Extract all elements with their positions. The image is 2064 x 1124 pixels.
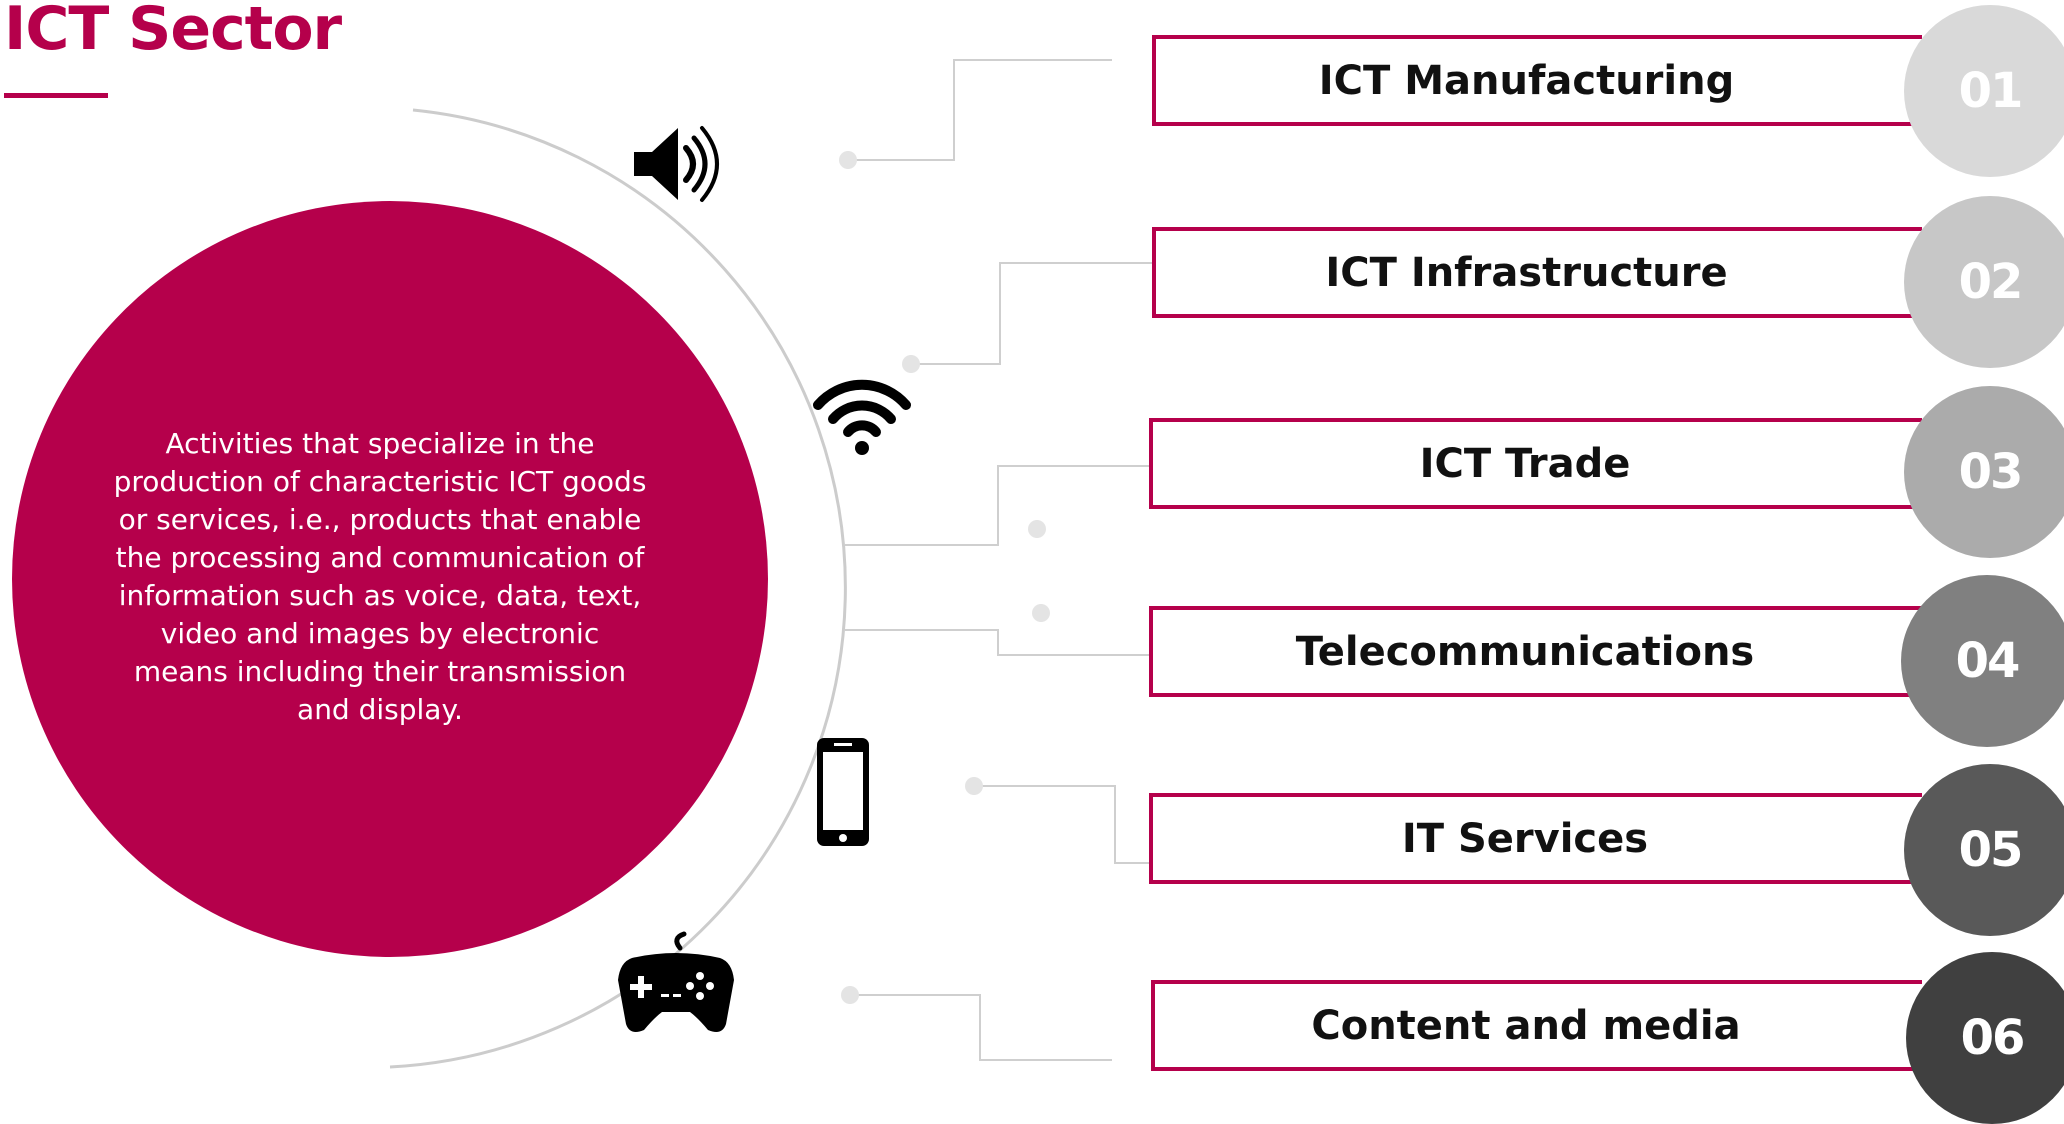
- connector-dot-02: [902, 355, 920, 373]
- speaker-icon: [634, 126, 719, 202]
- connector-dot-01: [839, 151, 857, 169]
- connector-dot-05: [965, 777, 983, 795]
- title-underline: [4, 93, 108, 98]
- connector-line-03: [845, 465, 1150, 546]
- connector-dot-04: [1032, 604, 1050, 622]
- outer-arc: [389, 108, 847, 1069]
- number-circle-01: 01: [1904, 5, 2064, 177]
- connector-dot-06: [841, 986, 859, 1004]
- smartphone-icon: [817, 738, 869, 846]
- number-circle-05: 05: [1904, 764, 2064, 936]
- category-box-02: ICT Infrastructure: [1152, 227, 1922, 318]
- category-box-03: ICT Trade: [1149, 418, 1922, 509]
- connector-dot-03: [1028, 520, 1046, 538]
- number-circle-04: 04: [1901, 575, 2064, 747]
- connector-line-04: [845, 629, 1150, 656]
- category-box-05: IT Services: [1149, 793, 1922, 884]
- gamepad-icon: [618, 931, 734, 1032]
- connector-line-06: [850, 994, 1112, 1061]
- description-text: Activities that specialize in the produc…: [113, 427, 647, 726]
- connector-line-01: [848, 59, 1112, 161]
- connector-line-02: [911, 262, 1156, 365]
- wifi-icon: [813, 379, 911, 455]
- number-circle-06: 06: [1906, 952, 2064, 1124]
- category-box-06: Content and media: [1151, 980, 1922, 1071]
- number-circle-03: 03: [1904, 386, 2064, 558]
- number-circle-02: 02: [1904, 196, 2064, 368]
- description-circle: [12, 201, 768, 957]
- category-box-04: Telecommunications: [1149, 606, 1922, 697]
- category-box-01: ICT Manufacturing: [1152, 35, 1922, 126]
- page-title: ICT Sector: [4, 0, 342, 64]
